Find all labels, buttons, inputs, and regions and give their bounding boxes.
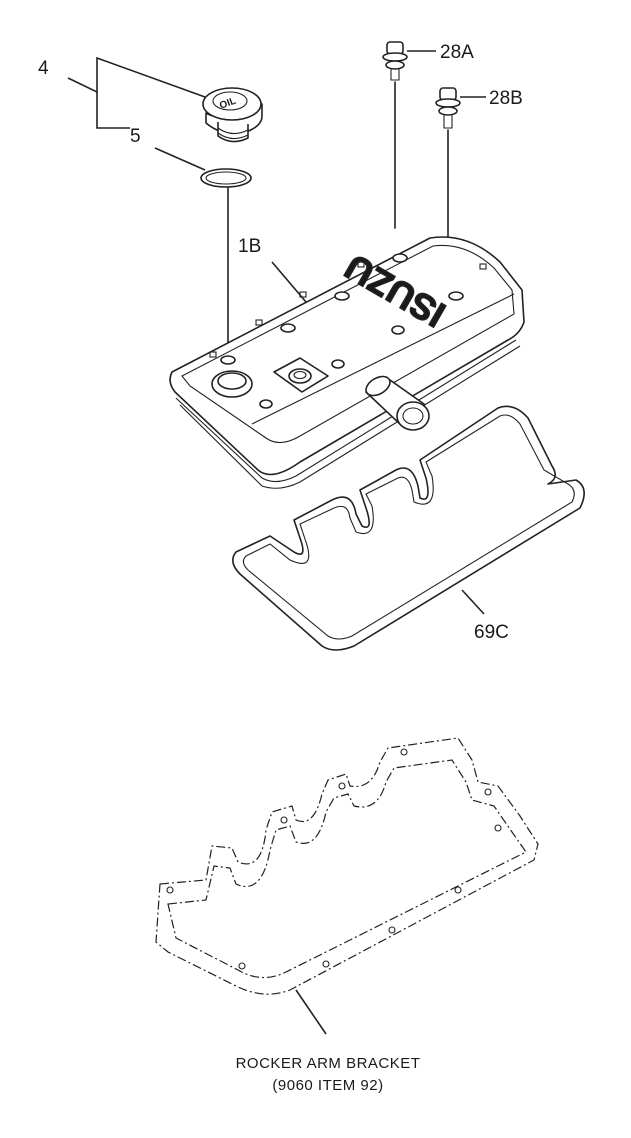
callout-28a: 28A <box>440 42 474 63</box>
caption-title: ROCKER ARM BRACKET <box>236 1055 421 1072</box>
callout-1b: 1B <box>238 236 261 257</box>
rocker-arm-bracket <box>155 737 539 1035</box>
callout-69c: 69C <box>474 622 509 643</box>
bracket-leader-4-5 <box>67 56 206 171</box>
callout-5: 5 <box>130 126 141 147</box>
bolt-28a <box>382 41 436 229</box>
svg-text:OIL: OIL <box>218 96 237 112</box>
callout-4: 4 <box>38 58 49 79</box>
oil-filler-cap: OIL <box>202 87 263 143</box>
cylinder-head-cover: ISUZU <box>169 236 525 489</box>
callout-28b: 28B <box>489 88 523 109</box>
head-cover-gasket <box>232 405 585 651</box>
caption-reference: (9060 ITEM 92) <box>272 1077 383 1094</box>
